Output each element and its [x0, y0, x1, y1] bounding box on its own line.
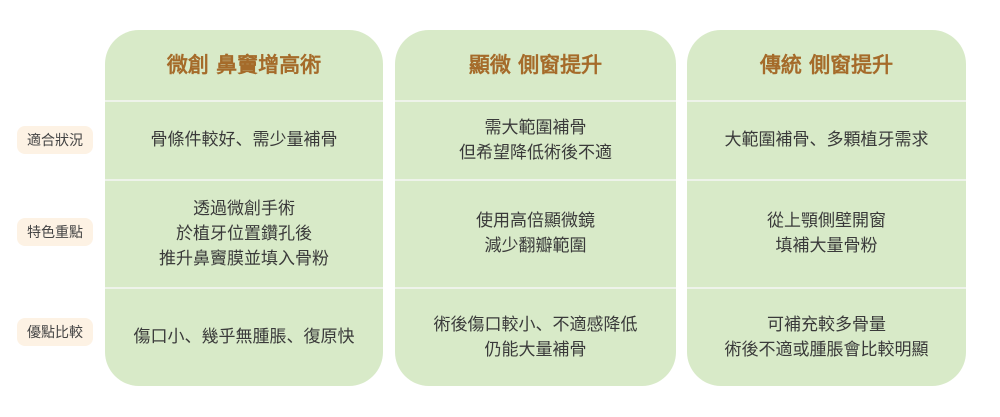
column-title: 微創 鼻竇增高術 — [166, 52, 322, 77]
divider — [687, 179, 966, 181]
column-microscopic-lateral-window: 顯微 側窗提升 需大範圍補骨 但希望降低術後不適 使用高倍顯微鏡 減少翻瓣範圍 … — [395, 30, 676, 386]
row-label-features: 特色重點 — [17, 218, 93, 246]
column-traditional-lateral-window: 傳統 側窗提升 大範圍補骨、多顆植牙需求 從上顎側壁開窗 填補大量骨粉 可補充較… — [687, 30, 966, 386]
cell-features: 使用高倍顯微鏡 減少翻瓣範圍 — [476, 211, 595, 256]
cell-advantages: 可補充較多骨量 術後不適或腫脹會比較明顯 — [724, 314, 929, 360]
row-label-suitability: 適合狀況 — [17, 126, 93, 154]
divider — [395, 287, 676, 289]
divider — [687, 287, 966, 289]
cell-suitability: 大範圍補骨、多顆植牙需求 — [724, 130, 929, 150]
row-label-advantages: 優點比較 — [17, 318, 93, 346]
column-title: 傳統 側窗提升 — [759, 52, 894, 77]
cell-advantages: 術後傷口較小、不適感降低 仍能大量補骨 — [433, 314, 638, 360]
cell-advantages: 傷口小、幾乎無腫脹、復原快 — [133, 327, 355, 347]
divider — [687, 100, 966, 102]
column-title: 顯微 側窗提升 — [468, 52, 603, 77]
column-minimally-invasive-sinus-lift: 微創 鼻竇增高術 骨條件較好、需少量補骨 透過微創手術 於植牙位置鑽孔後 推升鼻… — [105, 30, 383, 386]
divider — [105, 179, 383, 181]
cell-suitability: 需大範圍補骨 但希望降低術後不適 — [459, 117, 612, 163]
divider — [395, 179, 676, 181]
divider — [395, 100, 676, 102]
cell-features: 透過微創手術 於植牙位置鑽孔後 推升鼻竇膜並填入骨粉 — [159, 198, 329, 269]
cell-features: 從上顎側壁開窗 填補大量骨粉 — [767, 211, 886, 256]
cell-suitability: 骨條件較好、需少量補骨 — [150, 130, 338, 150]
divider — [105, 100, 383, 102]
divider — [105, 287, 383, 289]
